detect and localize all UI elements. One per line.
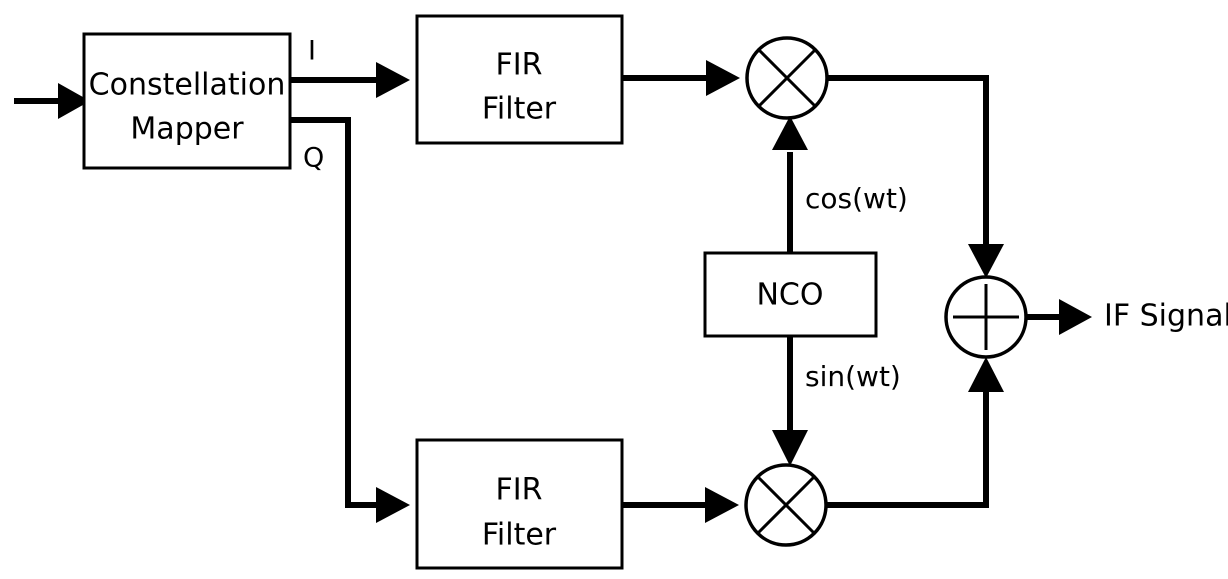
fir-i-to-mixer-wire [622, 60, 740, 96]
fir-filter-i-rect[interactable] [415, 14, 624, 145]
nco-block[interactable]: NCO [703, 251, 878, 338]
q-branch-wire [290, 117, 410, 523]
mixer-q-to-summer-wire [826, 357, 1004, 508]
q-branch-arrow-head [376, 487, 410, 523]
mixer-i-operator[interactable] [745, 36, 829, 120]
constellation-mapper-rect[interactable] [82, 32, 292, 170]
mixer-q-operator[interactable] [744, 463, 828, 547]
mixer-q-cross-stroke-b [756, 475, 816, 535]
i-branch-wire [290, 62, 410, 98]
fir-filter-q-rect[interactable] [415, 438, 624, 570]
i-branch-arrow-head [376, 62, 410, 98]
fir-filter-q-block[interactable]: FIR Filter [415, 438, 624, 570]
i-branch-label: I [308, 36, 316, 67]
fir-filter-i-label-line1: FIR [496, 48, 543, 83]
nco-label: NCO [756, 278, 823, 313]
fir-filter-q-label-line1: FIR [496, 473, 543, 508]
nco-cos-wire [772, 116, 808, 253]
summer-operator[interactable] [944, 275, 1028, 359]
output-wire [1026, 299, 1092, 335]
cos-carrier-label: cos(wt) [805, 182, 908, 215]
mixer-i-to-summer-arrow-head [968, 244, 1004, 278]
mixer-i-to-summer-wire [827, 75, 1004, 278]
fir-filter-i-label-line2: Filter [482, 92, 557, 127]
input-arrow-head [58, 83, 90, 119]
mixer-q-to-summer-arrow-head [968, 357, 1004, 392]
nco-sin-wire [772, 336, 808, 466]
fir-q-to-mixer-arrow-head [705, 487, 739, 523]
nco-sin-arrow-head [772, 430, 808, 466]
constellation-mapper-label-line1: Constellation [89, 68, 286, 103]
input-wire [14, 83, 90, 119]
fir-q-to-mixer-wire [622, 487, 739, 523]
mixer-i-cross-stroke-b [757, 48, 817, 108]
q-branch-label: Q [303, 143, 324, 174]
output-arrow-head [1059, 299, 1092, 335]
constellation-mapper-label-line2: Mapper [130, 112, 244, 147]
constellation-mapper-block[interactable]: Constellation Mapper [82, 32, 292, 170]
fir-i-to-mixer-arrow-head [706, 60, 740, 96]
fir-filter-i-block[interactable]: FIR Filter [415, 14, 624, 145]
fir-filter-q-label-line2: Filter [482, 518, 557, 553]
sin-carrier-label: sin(wt) [805, 360, 901, 393]
nco-cos-arrow-head [772, 116, 808, 150]
output-label: IF Signal [1104, 299, 1228, 334]
